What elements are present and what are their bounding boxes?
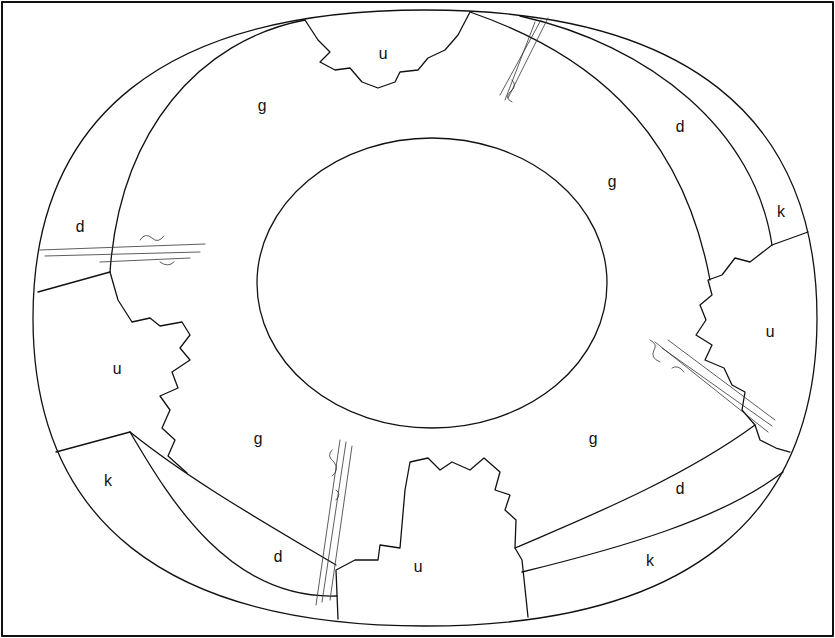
region-letter: d <box>673 482 687 498</box>
region-letter: k <box>101 474 115 490</box>
band-boundary <box>470 12 710 280</box>
region-letter: u <box>110 362 124 378</box>
band-boundary <box>110 20 305 272</box>
band-boundary <box>515 425 755 548</box>
band-boundary <box>130 432 337 596</box>
band-boundary <box>38 272 110 292</box>
region-boundary <box>336 458 528 619</box>
band-boundary <box>522 472 783 572</box>
region-boundary <box>110 272 190 473</box>
region-letter: g <box>605 175 619 191</box>
region-letter: u <box>376 47 390 63</box>
fault-lines <box>40 235 205 265</box>
fault-lines <box>316 440 352 605</box>
region-letter: d <box>271 550 285 566</box>
outer-ellipse <box>33 10 817 626</box>
band-boundary <box>520 16 772 245</box>
region-letter: g <box>255 99 269 115</box>
region-letter: g <box>586 432 600 448</box>
region-letter: k <box>774 205 788 221</box>
fault-lines <box>500 18 548 102</box>
region-letter: g <box>251 432 265 448</box>
region-letter: d <box>673 120 687 136</box>
fault-lines <box>650 340 775 432</box>
inner-ellipse <box>257 138 607 428</box>
region-letter: u <box>411 560 425 576</box>
region-letter: k <box>643 554 657 570</box>
region-boundary <box>305 12 470 88</box>
band-boundary <box>130 432 336 565</box>
region-letter: d <box>73 220 87 236</box>
region-letter: u <box>763 325 777 341</box>
band-boundary <box>56 432 130 452</box>
